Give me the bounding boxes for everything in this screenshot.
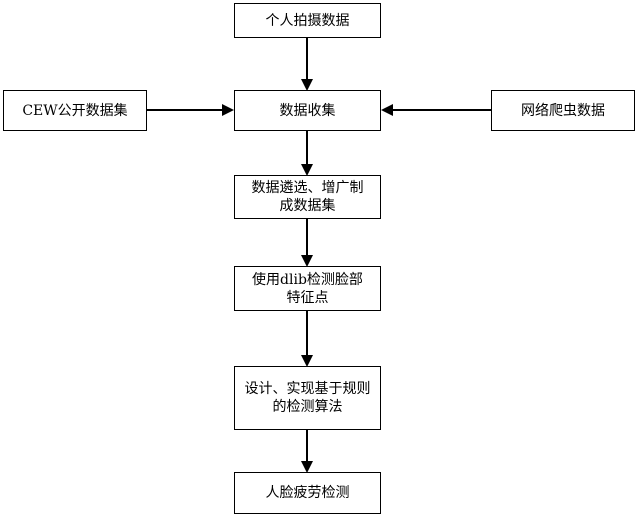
node-rule-based-algorithm: 设计、实现基于规则 的检测算法 <box>234 366 381 430</box>
node-data-collection-label: 数据收集 <box>279 102 336 119</box>
node-rule-based-algorithm-line2: 的检测算法 <box>272 399 343 415</box>
node-cew-dataset-label: CEW公开数据集 <box>22 102 128 119</box>
node-cew-dataset: CEW公开数据集 <box>3 90 147 131</box>
node-face-fatigue-detection: 人脸疲劳检测 <box>234 472 381 514</box>
node-personal-capture-data-label: 个人拍摄数据 <box>265 12 350 29</box>
node-dlib-landmarks-line2: 特征点 <box>286 289 329 306</box>
node-data-filtering-augmentation-line2: 成数据集 <box>279 198 336 214</box>
node-personal-capture-data: 个人拍摄数据 <box>234 3 381 38</box>
node-face-fatigue-detection-label: 人脸疲劳检测 <box>265 485 350 501</box>
node-web-crawler-data: 网络爬虫数据 <box>491 90 635 131</box>
node-data-filtering-augmentation: 数据遴选、增广制 成数据集 <box>234 175 381 219</box>
node-data-filtering-augmentation-line1: 数据遴选、增广制 <box>251 180 364 196</box>
node-rule-based-algorithm-line1: 设计、实现基于规则 <box>244 381 371 397</box>
node-web-crawler-data-label: 网络爬虫数据 <box>521 102 605 119</box>
node-data-collection: 数据收集 <box>234 90 381 131</box>
node-dlib-landmarks-line1: 使用dlib检测脸部 <box>252 271 363 288</box>
node-dlib-landmarks: 使用dlib检测脸部 特征点 <box>234 266 381 311</box>
